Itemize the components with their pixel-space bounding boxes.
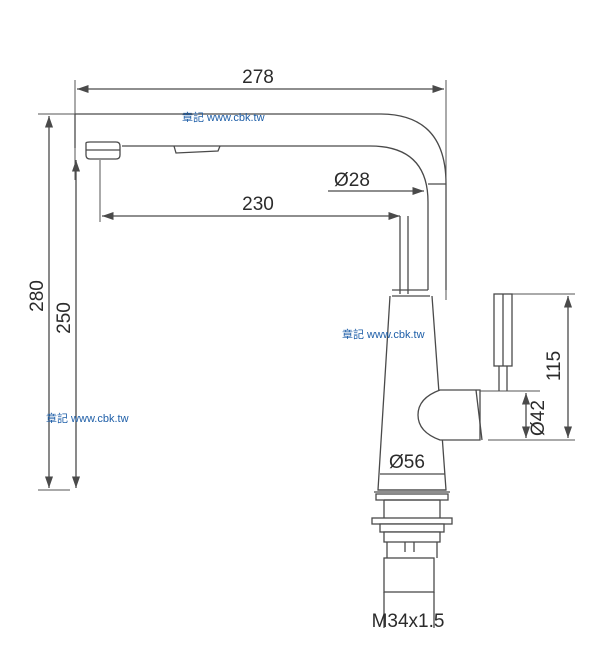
mounting-hardware [371, 491, 453, 628]
dim-label-thread: M34x1.5 [372, 611, 445, 632]
dimension-lines [44, 84, 573, 488]
spout [74, 113, 447, 290]
watermark-top: 章記 www.cbk.tw [182, 110, 265, 124]
dim-label-total-height: 280 [27, 280, 48, 312]
dim-label-base-diameter: Ø56 [389, 452, 425, 473]
handle-body [417, 389, 483, 441]
dim-label-spout-reach: 230 [242, 194, 274, 215]
dim-label-spout-diameter: Ø28 [334, 170, 370, 191]
dim-label-handle-diameter: Ø42 [528, 400, 549, 436]
hose [399, 216, 409, 294]
watermark-middle: 章記 www.cbk.tw [342, 327, 425, 341]
spray-head [85, 141, 221, 160]
handle-lever [493, 293, 513, 391]
dim-label-lever-height: 115 [544, 351, 565, 381]
watermark-left: 章記 www.cbk.tw [46, 411, 129, 425]
dim-label-total-width: 278 [242, 67, 274, 88]
extension-lines [38, 80, 575, 491]
dim-label-spout-height: 250 [54, 302, 75, 334]
